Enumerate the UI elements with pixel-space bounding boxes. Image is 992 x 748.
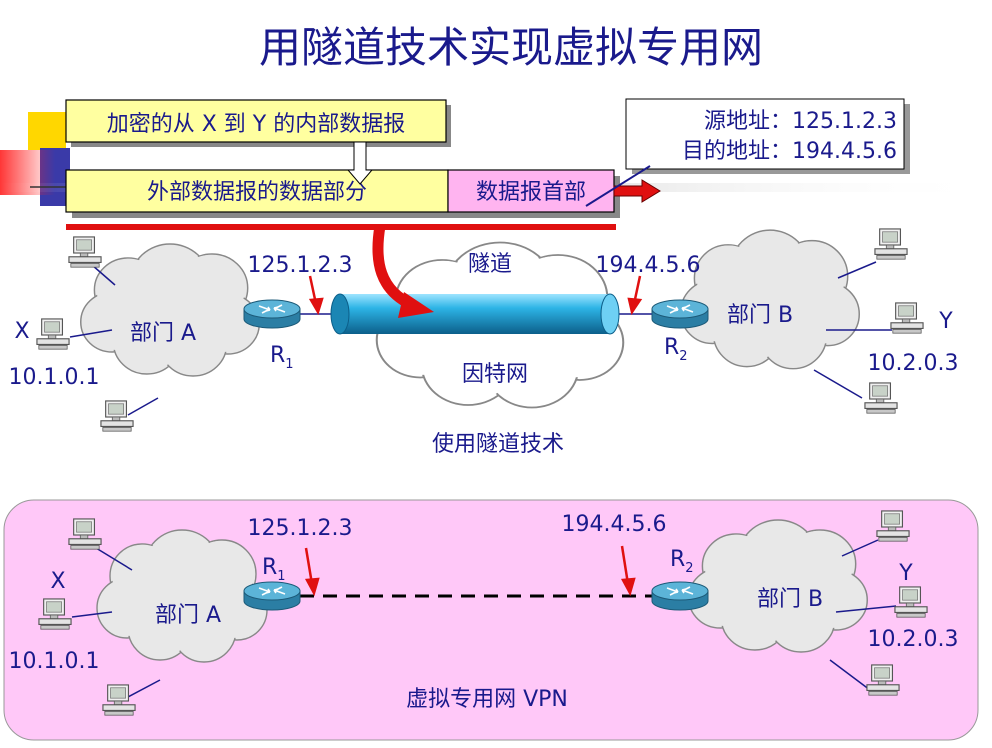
- bottom-caption: 虚拟专用网 VPN: [406, 687, 568, 712]
- top-host-x-ip: 10.1.0.1: [9, 365, 100, 390]
- top-host-y-label: Y: [938, 309, 953, 334]
- header-label: 数据报首部: [476, 180, 586, 205]
- bottom-router-r2-icon: [651, 581, 709, 611]
- inner-datagram-label: 加密的从 X 到 Y 的内部数据报: [107, 112, 405, 137]
- dept-a-cloud: [80, 243, 260, 377]
- router-r2-icon: [651, 299, 709, 329]
- top-r2-ip: 194.4.5.6: [596, 253, 701, 278]
- top-r2-label: R2: [664, 335, 688, 364]
- bottom-host-y-label: Y: [898, 561, 913, 586]
- computer-icon: [68, 236, 102, 268]
- source-address: 源地址：125.1.2.3: [704, 109, 897, 134]
- destination-address: 目的地址：194.4.5.6: [682, 139, 897, 164]
- bottom-host-y-ip: 10.2.0.3: [868, 627, 959, 652]
- bottom-host-x-ip: 10.1.0.1: [9, 649, 100, 674]
- top-caption: 使用隧道技术: [432, 432, 564, 457]
- top-r1-label: R1: [270, 343, 294, 372]
- bottom-dept-b-label: 部门 B: [757, 587, 823, 612]
- top-r1-ip: 125.1.2.3: [248, 253, 353, 278]
- computer-icon: [874, 228, 908, 260]
- bottom-ip-arrows: [304, 545, 636, 597]
- dept-b-cloud: [680, 229, 860, 370]
- bottom-r2-label: R2: [670, 547, 694, 576]
- top-dept-a-label: 部门 A: [130, 321, 196, 346]
- bottom-host-x-label: X: [50, 569, 65, 594]
- data-part-label: 外部数据报的数据部分: [147, 180, 367, 205]
- top-dept-b-label: 部门 B: [727, 303, 793, 328]
- top-host-x-label: X: [14, 319, 29, 344]
- tunnel-label: 隧道: [468, 252, 512, 277]
- computer-icon: [864, 382, 898, 414]
- bottom-r1-ip: 125.1.2.3: [248, 516, 353, 541]
- host-x-computer-icon: [36, 318, 70, 350]
- internet-label: 因特网: [462, 362, 528, 387]
- outer-datagram: 外部数据报的数据部分 数据报首部: [65, 169, 661, 218]
- top-ip-arrows: [308, 275, 643, 316]
- inner-datagram: 加密的从 X 到 Y 的内部数据报: [65, 99, 451, 185]
- host-y-computer-icon: [890, 302, 924, 334]
- bottom-r1-label: R1: [262, 555, 286, 584]
- router-r1-icon: [243, 299, 301, 329]
- bottom-r2-ip: 194.4.5.6: [562, 512, 667, 537]
- bottom-host-links: [71, 539, 897, 699]
- top-host-y-ip: 10.2.0.3: [868, 351, 959, 376]
- datagram-underline: [66, 224, 616, 230]
- bottom-router-r1-icon: [243, 581, 301, 611]
- slide-title: 用隧道技术实现虚拟专用网: [259, 23, 763, 72]
- encapsulation-arrowhead: [398, 292, 434, 318]
- bottom-dept-a-label: 部门 A: [155, 603, 221, 628]
- address-callout: 源地址：125.1.2.3 目的地址：194.4.5.6: [585, 98, 910, 207]
- tunnel-pipe: [330, 293, 620, 335]
- computer-icon: [100, 400, 134, 432]
